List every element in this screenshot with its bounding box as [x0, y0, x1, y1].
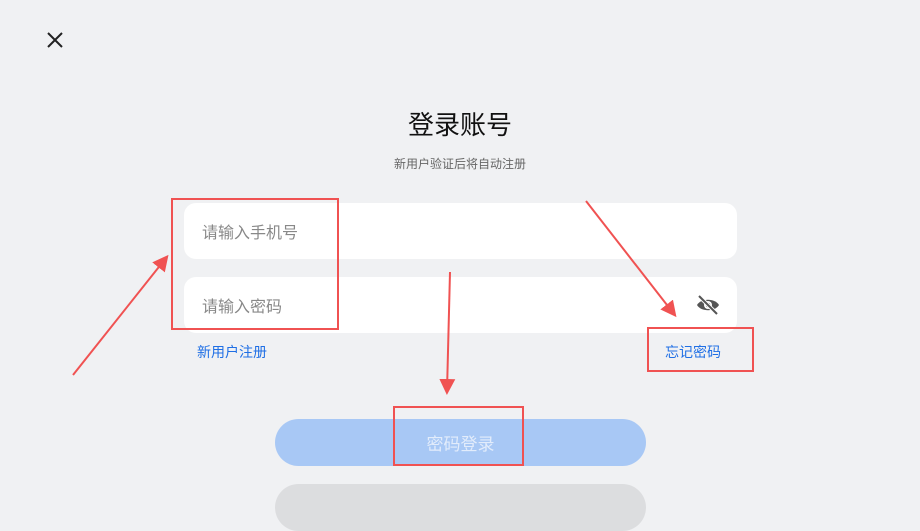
password-input[interactable]: 请输入密码 — [184, 277, 737, 333]
annotation-arrow — [72, 254, 169, 376]
register-link[interactable]: 新用户注册 — [197, 345, 267, 361]
close-icon[interactable] — [44, 29, 66, 51]
page-subtitle: 新用户验证后将自动注册 — [393, 157, 526, 171]
password-placeholder: 请输入密码 — [202, 297, 283, 316]
eye-off-icon[interactable] — [695, 293, 721, 317]
forgot-password-link[interactable]: 忘记密码 — [665, 345, 721, 361]
page-title: 登录账号 — [407, 111, 512, 141]
password-login-button[interactable]: 密码登录 — [275, 419, 646, 466]
phone-input[interactable]: 请输入手机号 — [184, 203, 737, 259]
secondary-button[interactable] — [275, 484, 646, 531]
phone-placeholder: 请输入手机号 — [202, 223, 299, 242]
